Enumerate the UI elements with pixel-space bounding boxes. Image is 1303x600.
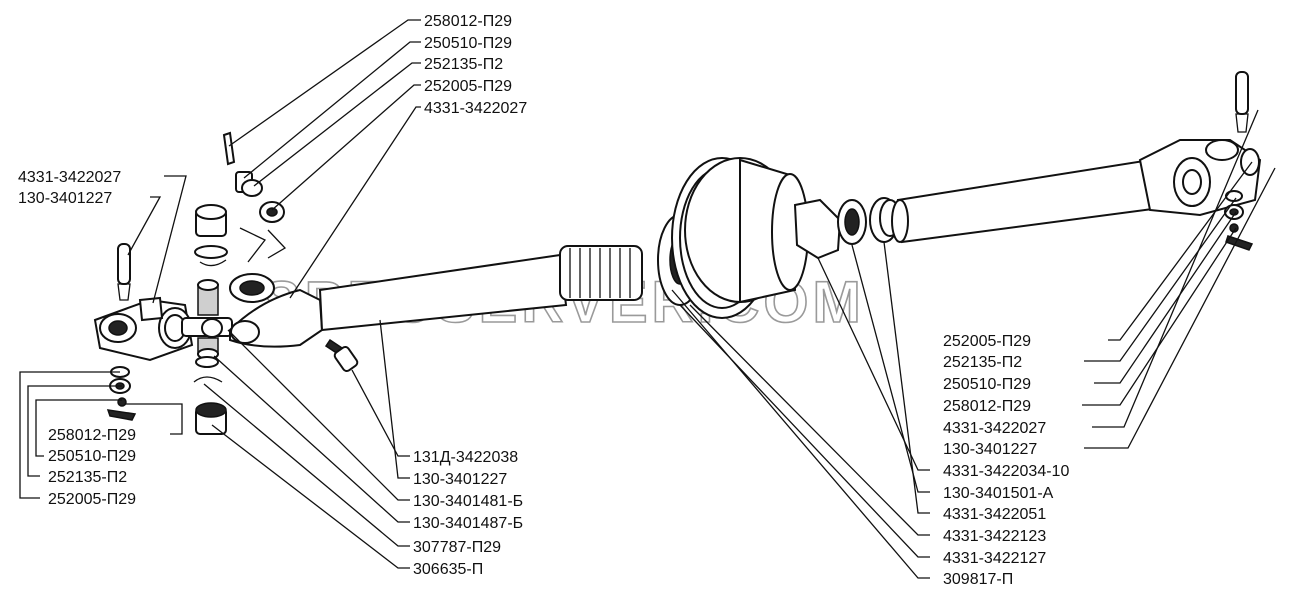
part-label: 252135-П2 xyxy=(943,354,1022,371)
part-label: 131Д-3422038 xyxy=(413,449,518,466)
part-label: 252005-П29 xyxy=(424,78,512,95)
part-label: 4331-3422034-10 xyxy=(943,463,1069,480)
part-label: 252005-П29 xyxy=(943,333,1031,350)
left-yoke xyxy=(93,296,194,362)
part-label: 130-3401481-Б xyxy=(413,493,523,510)
right-fasteners xyxy=(1224,190,1254,251)
part-label: 130-3401227 xyxy=(413,471,507,488)
part-label: 250510-П29 xyxy=(943,376,1031,393)
top-fasteners xyxy=(222,131,285,223)
part-label: 252135-П2 xyxy=(424,56,503,73)
part-label: 4331-3422027 xyxy=(424,100,527,117)
part-label: 130-3401227 xyxy=(943,441,1037,458)
parts-drawing xyxy=(93,71,1262,435)
part-label: 4331-3422051 xyxy=(943,506,1046,523)
part-label: 4331-3422123 xyxy=(943,528,1046,545)
part-label: 258012-П29 xyxy=(424,13,512,30)
part-label: 4331-3422027 xyxy=(943,420,1046,437)
part-label: 4331-3422027 xyxy=(18,169,121,186)
boot-and-seals xyxy=(657,157,809,319)
labels-left-top: 4331-3422027 130-3401227 xyxy=(18,169,121,207)
part-label: 258012-П29 xyxy=(48,427,136,444)
part-label: 250510-П29 xyxy=(424,35,512,52)
labels-right: 252005-П29 252135-П2 250510-П29 258012-П… xyxy=(943,333,1069,588)
left-bottom-fasteners xyxy=(106,366,137,421)
labels-top: 258012-П29 250510-П29 252135-П2 252005-П… xyxy=(424,13,527,117)
part-label: 130-3401227 xyxy=(18,190,112,207)
part-label: 252135-П2 xyxy=(48,469,127,486)
cross-spider xyxy=(181,279,233,360)
bearing-caps xyxy=(193,204,228,435)
labels-left-bottom: 258012-П29 250510-П29 252135-П2 252005-П… xyxy=(48,427,136,508)
part-label: 309817-П xyxy=(943,571,1013,588)
part-label: 306635-П xyxy=(413,561,483,578)
part-label: 307787-П29 xyxy=(413,539,501,556)
clip-wedges xyxy=(239,227,287,263)
left-grease-nipple xyxy=(117,243,131,301)
part-label: 130-3401501-А xyxy=(943,485,1054,502)
labels-center: 131Д-3422038 130-3401227 130-3401481-Б 1… xyxy=(413,449,523,578)
part-label: 258012-П29 xyxy=(943,398,1031,415)
part-label: 4331-3422127 xyxy=(943,550,1046,567)
tube-shaft xyxy=(891,158,1162,244)
part-label: 252005-П29 xyxy=(48,491,136,508)
leader-lines xyxy=(19,19,1276,579)
right-yoke xyxy=(1138,139,1262,217)
part-label: 250510-П29 xyxy=(48,448,136,465)
center-grease-nipple xyxy=(324,338,359,373)
right-grease-nipple xyxy=(1235,71,1249,133)
splined-shaft-yoke xyxy=(229,245,643,348)
spline-ridges xyxy=(569,248,631,298)
part-label: 130-3401487-Б xyxy=(413,515,523,532)
